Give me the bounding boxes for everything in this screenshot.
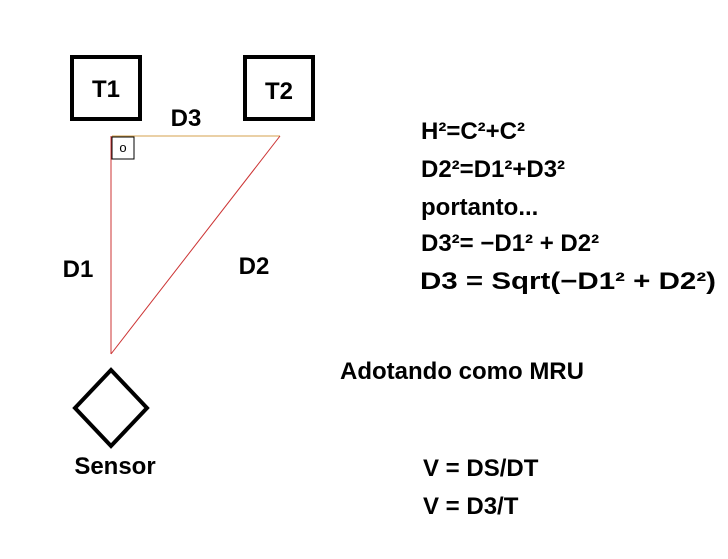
sensor-label: Sensor — [74, 453, 155, 480]
t1-label: T1 — [92, 76, 120, 103]
d1-label: D1 — [63, 256, 94, 283]
t1-box — [70, 55, 142, 121]
d2-label: D2 — [239, 253, 270, 280]
t2-label: T2 — [265, 78, 293, 105]
equation-line-4: D3²= −D1² + D2² — [421, 230, 599, 257]
equation-line-5: D3 = Sqrt(−D1² + D2²) — [420, 268, 716, 295]
equation-line-3: portanto... — [421, 194, 538, 221]
d3-label: D3 — [171, 105, 202, 132]
velocity-line-2: V = D3/T — [423, 493, 519, 520]
mru-assumption: Adotando como MRU — [340, 358, 584, 385]
right-angle-marker — [111, 136, 135, 160]
side-d2-line — [110, 135, 281, 355]
equation-line-2: D2²=D1²+D3² — [421, 156, 565, 183]
velocity-line-1: V = DS/DT — [423, 455, 539, 482]
equation-line-1: H²=C²+C² — [421, 118, 525, 145]
t2-box — [243, 55, 315, 121]
sensor-diamond — [72, 367, 150, 449]
right-angle-symbol: o — [119, 140, 126, 155]
